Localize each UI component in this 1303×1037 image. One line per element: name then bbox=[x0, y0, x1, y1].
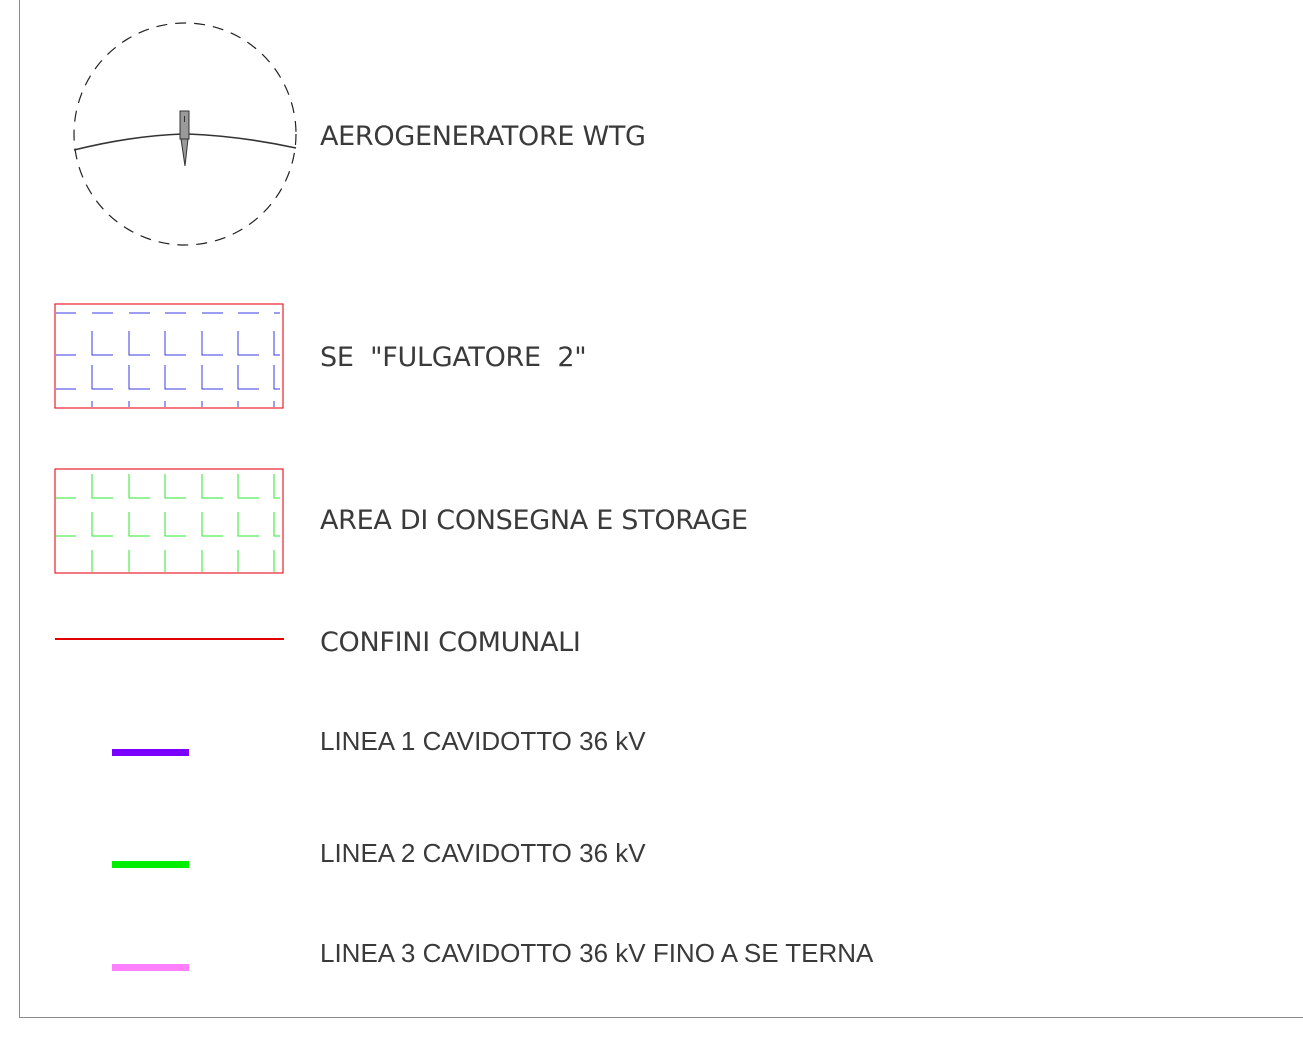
legend-label-linea2: LINEA 2 CAVIDOTTO 36 kV bbox=[320, 838, 646, 868]
legend-label-substation: SE "FULGATORE 2" bbox=[320, 342, 587, 373]
legend-label-wtg: AEROGENERATORE WTG bbox=[320, 121, 646, 152]
legend-label-municipal-boundaries: CONFINI COMUNALI bbox=[320, 627, 581, 658]
linea3-cable-line-icon bbox=[112, 964, 189, 971]
linea2-cable-line-icon bbox=[112, 861, 189, 868]
legend-label-linea3: LINEA 3 CAVIDOTTO 36 kV FINO A SE TERNA bbox=[320, 938, 874, 968]
delivery-area-hatch-icon bbox=[54, 468, 284, 574]
wind-turbine-icon bbox=[73, 22, 297, 246]
legend-label-delivery-area: AREA DI CONSEGNA E STORAGE bbox=[320, 505, 748, 536]
linea1-cable-line-icon bbox=[112, 749, 189, 756]
legend-label-linea1: LINEA 1 CAVIDOTTO 36 kV bbox=[320, 726, 646, 756]
legend-frame bbox=[19, 0, 1303, 1018]
municipal-boundary-line-icon bbox=[55, 638, 284, 640]
substation-hatch-icon bbox=[54, 303, 284, 409]
